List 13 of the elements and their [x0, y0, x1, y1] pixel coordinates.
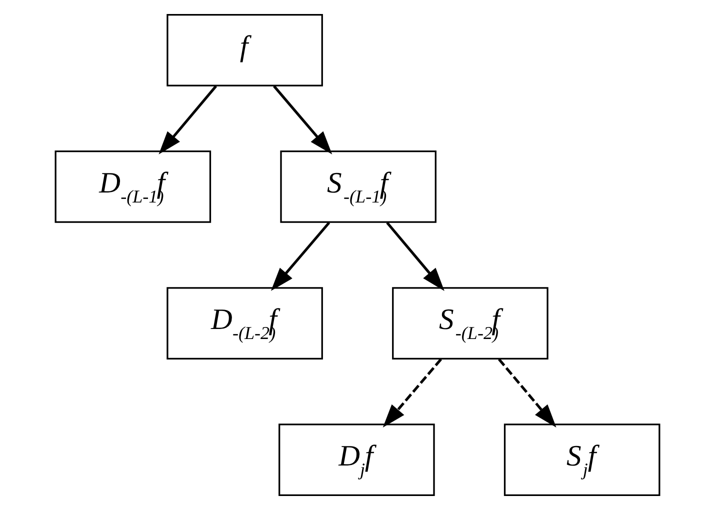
node-box: S$_{j}$f [504, 424, 660, 496]
arrow [498, 358, 556, 428]
node-box: D$_{-(L-2)}$f [166, 287, 323, 360]
arrow [158, 85, 217, 154]
node-box: S$_{-(L-1)}$f [280, 150, 436, 223]
node-box: f [166, 14, 323, 86]
arrow [270, 222, 330, 291]
node-box: D$_{-(L-1)}$f [54, 150, 212, 223]
arrow [382, 358, 442, 428]
node-box: D$_{j}$f [278, 424, 435, 496]
arrow [273, 85, 332, 154]
node-box: S$_{-(L-2)}$f [392, 287, 548, 360]
arrow [386, 222, 444, 291]
